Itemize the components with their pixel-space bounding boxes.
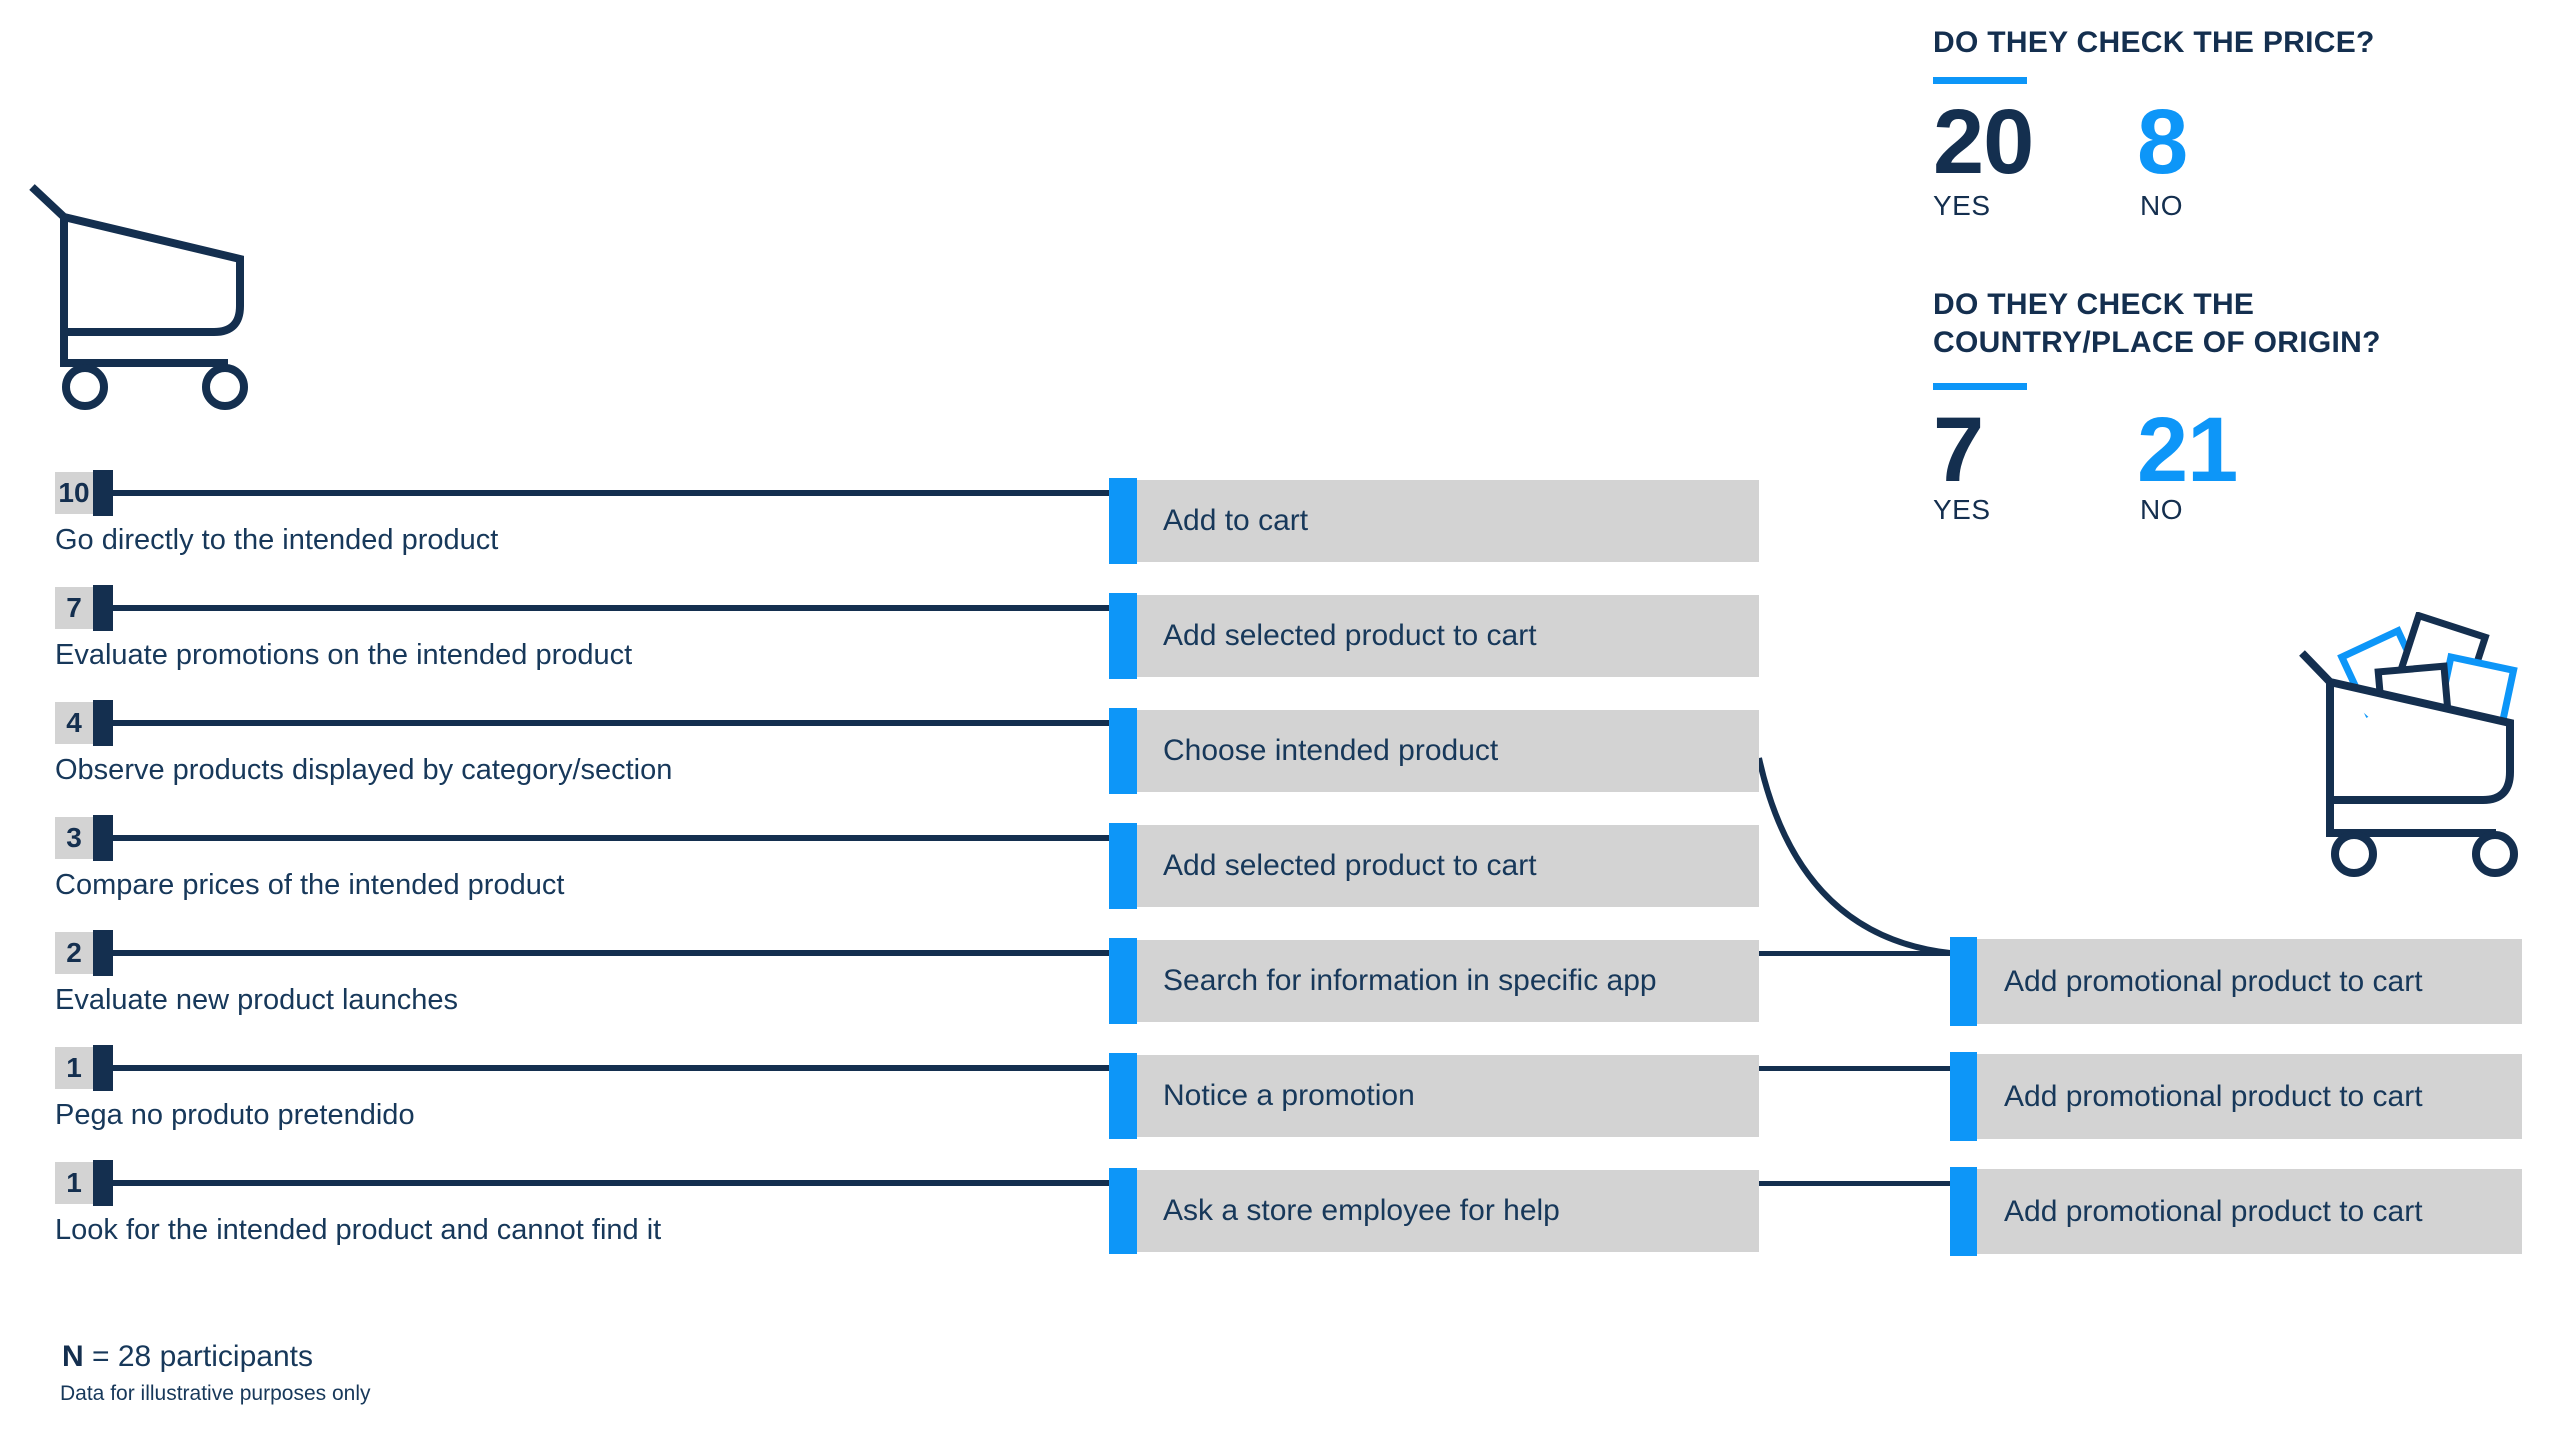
outcome-connector-line (1759, 1066, 1950, 1071)
outcome-box: Add promotional product to cart (1950, 1052, 2522, 1141)
flow-line (113, 835, 1109, 841)
participant-count-badge: 1 (55, 1162, 93, 1204)
outcome-box: Add promotional product to cart (1950, 1167, 2522, 1256)
participant-count-badge: 1 (55, 1047, 93, 1089)
outcome-label: Add promotional product to cart (2004, 1194, 2423, 1228)
action-box: Search for information in specific app (1109, 938, 1759, 1024)
action-box: Add selected product to cart (1109, 823, 1759, 909)
action-label: Add selected product to cart (1163, 849, 1537, 882)
stat-price-no-label: NO (2140, 190, 2183, 221)
action-box: Choose intended product (1109, 708, 1759, 794)
accent-bar (1109, 708, 1137, 794)
participant-count-badge: 7 (55, 587, 93, 629)
behavior-label: Evaluate promotions on the intended prod… (55, 639, 633, 671)
stat-price-yes-value: 20 (1933, 91, 2034, 193)
outcome-box: Add promotional product to cart (1950, 937, 2522, 1026)
participant-count-badge: 2 (55, 932, 93, 974)
accent-underline (1933, 383, 2027, 390)
stat-price-yes-label: YES (1933, 190, 1991, 221)
action-box: Add to cart (1109, 478, 1759, 564)
badge-connector-square (93, 585, 113, 631)
stat-question-origin: DO THEY CHECK THE COUNTRY/PLACE OF ORIGI… (1933, 288, 2381, 359)
flow-line (113, 1180, 1109, 1186)
stat-price-no-value: 8 (2137, 91, 2188, 193)
participant-count-badge: 3 (55, 817, 93, 859)
action-box: Add selected product to cart (1109, 593, 1759, 679)
accent-bar (1109, 593, 1137, 679)
flow-row: 2 Evaluate new product launches Search f… (55, 930, 2555, 1080)
action-label: Notice a promotion (1163, 1079, 1415, 1112)
badge-connector-square (93, 1160, 113, 1206)
outcome-connector-line (1759, 951, 1950, 956)
accent-bar (1109, 1053, 1137, 1139)
flow-row: 10 Go directly to the intended product A… (55, 470, 2555, 620)
behavior-label: Go directly to the intended product (55, 524, 499, 556)
flow-row: 1 Pega no produto pretendido Notice a pr… (55, 1045, 2555, 1195)
badge-connector-square (93, 1045, 113, 1091)
behavior-label: Look for the intended product and cannot… (55, 1214, 662, 1246)
stat-origin-yes-value: 7 (1933, 399, 1984, 501)
accent-underline (1933, 77, 2027, 84)
disclaimer-note: Data for illustrative purposes only (60, 1382, 371, 1405)
sample-size-rest: = 28 participants (83, 1340, 313, 1373)
badge-connector-square (93, 700, 113, 746)
stat-question-price: DO THEY CHECK THE PRICE? (1933, 26, 2375, 59)
flow-row: 7 Evaluate promotions on the intended pr… (55, 585, 2555, 735)
flow-line (113, 605, 1109, 611)
behavior-label: Evaluate new product launches (55, 984, 459, 1016)
outcome-connector-line (1759, 1181, 1950, 1186)
badge-connector-square (93, 470, 113, 516)
action-label: Search for information in specific app (1163, 964, 1657, 997)
behavior-label: Pega no produto pretendido (55, 1099, 415, 1131)
flow-row: 4 Observe products displayed by category… (55, 700, 2555, 850)
stat-origin-no-value: 21 (2137, 399, 2238, 501)
participant-count-badge: 4 (55, 702, 93, 744)
outcome-label: Add promotional product to cart (2004, 964, 2423, 998)
accent-bar (1950, 1167, 1977, 1256)
flow-line (113, 1065, 1109, 1071)
sample-size-n: N (62, 1340, 84, 1373)
sample-size-note: N = 28 participants (62, 1340, 313, 1374)
full-shopping-cart-icon (2299, 612, 2518, 877)
participant-count-badge: 10 (55, 472, 93, 514)
shopping-cart-icon (29, 184, 248, 410)
flow-row: 3 Compare prices of the intended product… (55, 815, 2555, 965)
accent-bar (1950, 937, 1977, 1026)
accent-bar (1109, 478, 1137, 564)
behavior-label: Observe products displayed by category/s… (55, 754, 673, 786)
action-label: Choose intended product (1163, 734, 1499, 767)
branch-curve-connector (1756, 757, 1951, 956)
action-box: Ask a store employee for help (1109, 1168, 1759, 1254)
behavior-label: Compare prices of the intended product (55, 869, 565, 901)
stat-origin-yes-label: YES (1933, 494, 1991, 525)
accent-bar (1950, 1052, 1977, 1141)
flow-row: 1 Look for the intended product and cann… (55, 1160, 2555, 1310)
stat-origin-no-label: NO (2140, 494, 2183, 525)
badge-connector-square (93, 815, 113, 861)
flow-line (113, 950, 1109, 956)
badge-connector-square (93, 930, 113, 976)
flow-line (113, 490, 1109, 496)
accent-bar (1109, 1168, 1137, 1254)
accent-bar (1109, 823, 1137, 909)
flow-line (113, 720, 1109, 726)
accent-bar (1109, 938, 1137, 1024)
action-label: Ask a store employee for help (1163, 1194, 1560, 1227)
action-box: Notice a promotion (1109, 1053, 1759, 1139)
action-label: Add to cart (1163, 504, 1309, 537)
outcome-label: Add promotional product to cart (2004, 1079, 2423, 1113)
action-label: Add selected product to cart (1163, 619, 1537, 652)
